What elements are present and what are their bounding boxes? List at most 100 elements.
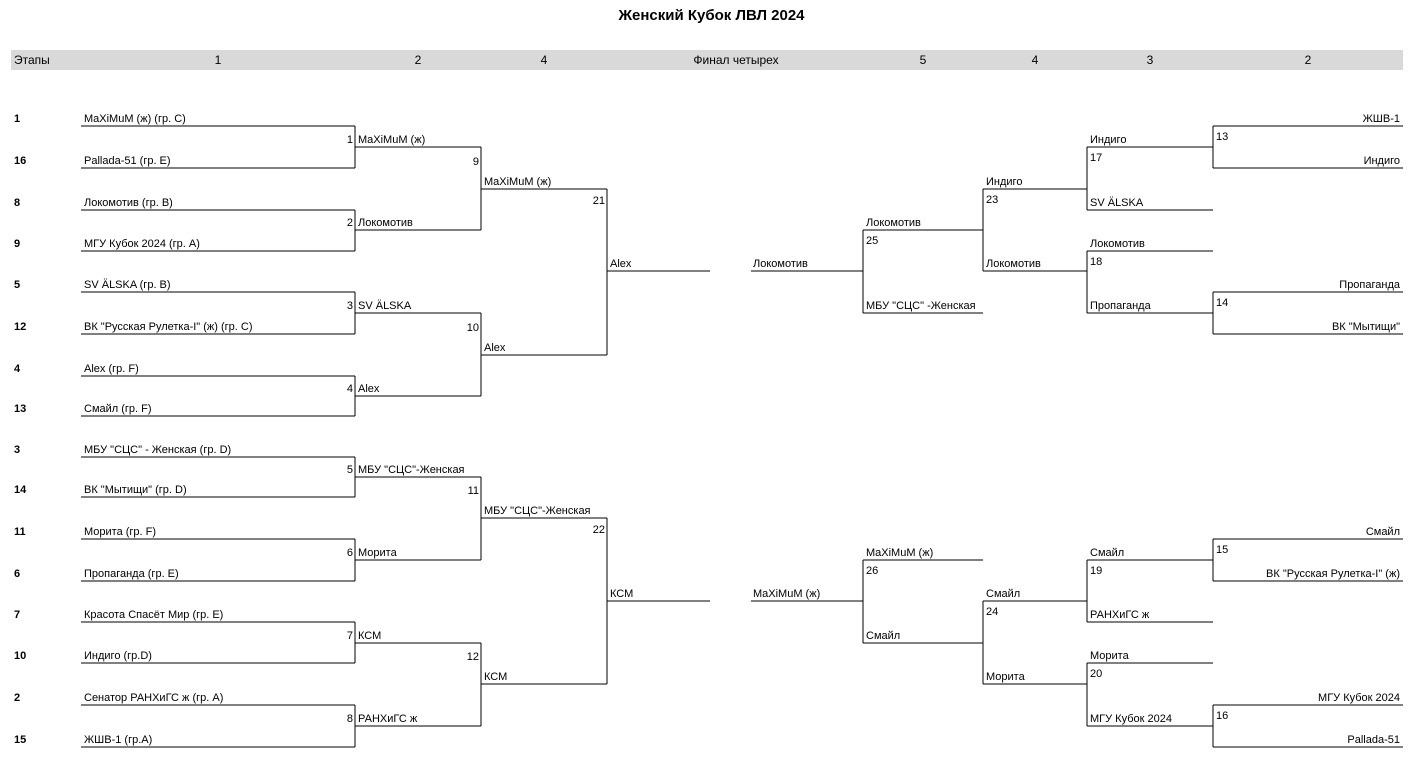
- stage-label: 5: [919, 53, 927, 67]
- round2-team: РАНХиГС ж: [358, 713, 418, 725]
- round1-team: MaXiMuM (ж) (гр. C): [84, 113, 186, 125]
- round2-team: Морита: [358, 547, 397, 559]
- match-number: 8: [346, 713, 353, 725]
- round3-team: КСМ: [484, 671, 508, 683]
- round2-team: Локомотив: [358, 217, 413, 229]
- match-number: 4: [346, 383, 353, 395]
- seed-number: 1: [14, 113, 21, 125]
- page-title: Женский Кубок ЛВЛ 2024: [618, 7, 805, 24]
- round1-team: ЖШВ-1 (гр.А): [84, 734, 153, 746]
- match-number: 17: [1090, 152, 1103, 164]
- match-number: 20: [1090, 668, 1103, 680]
- seed-number: 3: [14, 444, 21, 456]
- match-number: 25: [866, 235, 879, 247]
- seed-number: 5: [14, 279, 21, 291]
- round3r-team: Индиго: [1090, 134, 1127, 146]
- round3r-team: Пропаганда: [1090, 300, 1151, 312]
- match-number: 22: [592, 524, 605, 536]
- round2r-team: Pallada-51: [1347, 734, 1400, 746]
- seed-number: 14: [14, 484, 27, 496]
- match-number: 24: [986, 606, 999, 618]
- match-number: 5: [346, 464, 353, 476]
- seed-number: 4: [14, 363, 21, 375]
- round2r-team: ВК "Русская Рулетка-I" (ж): [1266, 568, 1400, 580]
- match-number: 15: [1216, 544, 1229, 556]
- match-number: 26: [866, 565, 879, 577]
- final-four-team: MaXiMuM (ж): [753, 588, 821, 600]
- round1-team: Pallada-51 (гр. E): [84, 155, 171, 167]
- round3-team: MaXiMuM (ж): [484, 176, 552, 188]
- match-number: 18: [1090, 256, 1103, 268]
- match-number: 10: [466, 322, 479, 334]
- round2r-team: Смайл: [1365, 526, 1400, 538]
- round3r-team: SV ÄLSKA: [1090, 197, 1144, 209]
- round3r-team: Смайл: [1090, 547, 1125, 559]
- seed-number: 11: [14, 526, 26, 538]
- match-number: 2: [346, 217, 353, 229]
- round5-team: Локомотив: [866, 217, 921, 229]
- final-four-team: Локомотив: [753, 258, 808, 270]
- round5-team: МБУ "СЦС" -Женская: [866, 300, 976, 312]
- seed-number: 10: [14, 650, 27, 662]
- round5-team: MaXiMuM (ж): [866, 547, 934, 559]
- round1-team: Индиго (гр.D): [84, 650, 152, 662]
- round2r-team: Пропаганда: [1339, 279, 1400, 291]
- stage-label: 2: [1304, 53, 1312, 67]
- round3r-team: Локомотив: [1090, 238, 1145, 250]
- finalist-team: КСМ: [610, 588, 634, 600]
- seed-number: 15: [14, 734, 27, 746]
- round3r-team: РАНХиГС ж: [1090, 609, 1150, 621]
- stage-header-bar: Этапы 1 2 4 Финал четырех 5 4 3 2: [11, 50, 1403, 70]
- match-number: 13: [1216, 131, 1229, 143]
- round4-team: Локомотив: [986, 258, 1041, 270]
- round2-team: МБУ "СЦС"-Женская: [358, 464, 465, 476]
- round2r-team: Индиго: [1363, 155, 1400, 167]
- stage-label: 4: [1031, 53, 1039, 67]
- round1-team: Сенатор РАНХиГС ж (гр. A): [84, 692, 224, 704]
- stage-label: 4: [540, 53, 548, 67]
- round2-team: MaXiMuM (ж): [358, 134, 426, 146]
- round1-team: Alex (гр. F): [84, 363, 139, 375]
- round3r-team: МГУ Кубок 2024: [1090, 713, 1172, 725]
- seed-number: 16: [14, 155, 27, 167]
- round1-team: Пропаганда (гр. E): [84, 568, 179, 580]
- round2-team: КСМ: [358, 630, 382, 642]
- round1-team: Смайл (гр. F): [84, 403, 152, 415]
- seed-number: 12: [14, 321, 27, 333]
- round5-team: Смайл: [866, 630, 901, 642]
- round2-team: Alex: [358, 383, 380, 395]
- round3-team: МБУ "СЦС"-Женская: [484, 505, 591, 517]
- stage-label: 1: [214, 53, 222, 67]
- round1-team: ВК "Мытищи" (гр. D): [84, 484, 187, 496]
- stage-label: Финал четырех: [693, 53, 779, 67]
- match-number: 21: [592, 195, 605, 207]
- round4-team: Морита: [986, 671, 1025, 683]
- finalist-team: Alex: [610, 258, 632, 270]
- match-number: 12: [466, 651, 479, 663]
- seed-number: 7: [14, 609, 21, 621]
- match-number: 7: [346, 630, 353, 642]
- match-number: 9: [472, 156, 479, 168]
- match-number: 11: [467, 485, 479, 497]
- stage-label: Этапы: [14, 53, 50, 67]
- round1-team: МБУ "СЦС" - Женская (гр. D): [84, 444, 232, 456]
- round3-team: Alex: [484, 342, 506, 354]
- stage-label: 2: [414, 53, 422, 67]
- round4-team: Смайл: [986, 588, 1021, 600]
- seed-number: 6: [14, 568, 21, 580]
- round2r-team: МГУ Кубок 2024: [1318, 692, 1400, 704]
- match-number: 3: [346, 300, 353, 312]
- round2-team: SV ÄLSKA: [358, 300, 412, 312]
- round3r-team: Морита: [1090, 650, 1129, 662]
- match-number: 6: [346, 547, 353, 559]
- match-number: 23: [986, 194, 999, 206]
- round1-team: SV ÄLSKA (гр. B): [84, 279, 171, 291]
- match-number: 16: [1216, 710, 1229, 722]
- seed-number: 9: [14, 238, 21, 250]
- round1-team: МГУ Кубок 2024 (гр. А): [84, 238, 200, 250]
- round1-team: Морита (гр. F): [84, 526, 157, 538]
- round2r-team: ЖШВ-1: [1362, 113, 1400, 125]
- match-number: 1: [346, 134, 353, 146]
- round4-team: Индиго: [986, 176, 1023, 188]
- round2r-team: ВК "Мытищи": [1331, 321, 1400, 333]
